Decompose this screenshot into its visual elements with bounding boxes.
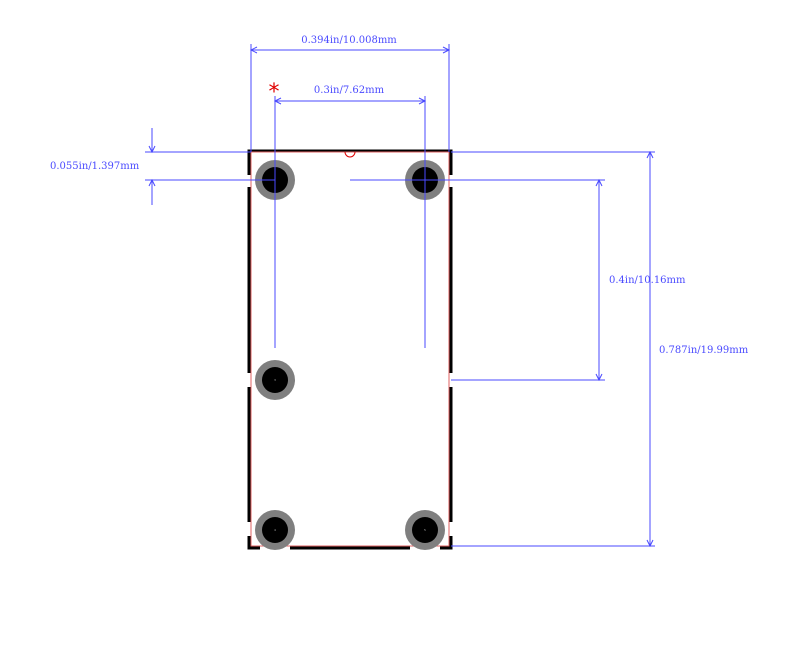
pad-3-label: 3 [274,378,276,382]
overall-width-label: 0.394in/10.008mm [301,35,397,46]
dimension-lines [145,44,655,548]
pin1-marker: * [269,80,280,105]
pin-pitch-y-label: 0.4in/10.16mm [609,275,686,286]
pad-4-label: 4 [274,528,276,532]
courtyard-outline [250,151,450,547]
pin-pitch-x-label: 0.3in/7.62mm [314,85,385,96]
pad-5-label: 5 [424,528,426,532]
edge-to-pin-label: 0.055in/1.397mm [50,161,140,172]
component-outline [247,149,453,550]
pin1-notch [344,151,356,158]
overall-height-label: 0.787in/19.99mm [659,345,749,356]
pad-5: 5 [405,510,445,550]
pad-4: 4 [255,510,295,550]
pad-3: 3 [255,360,295,400]
